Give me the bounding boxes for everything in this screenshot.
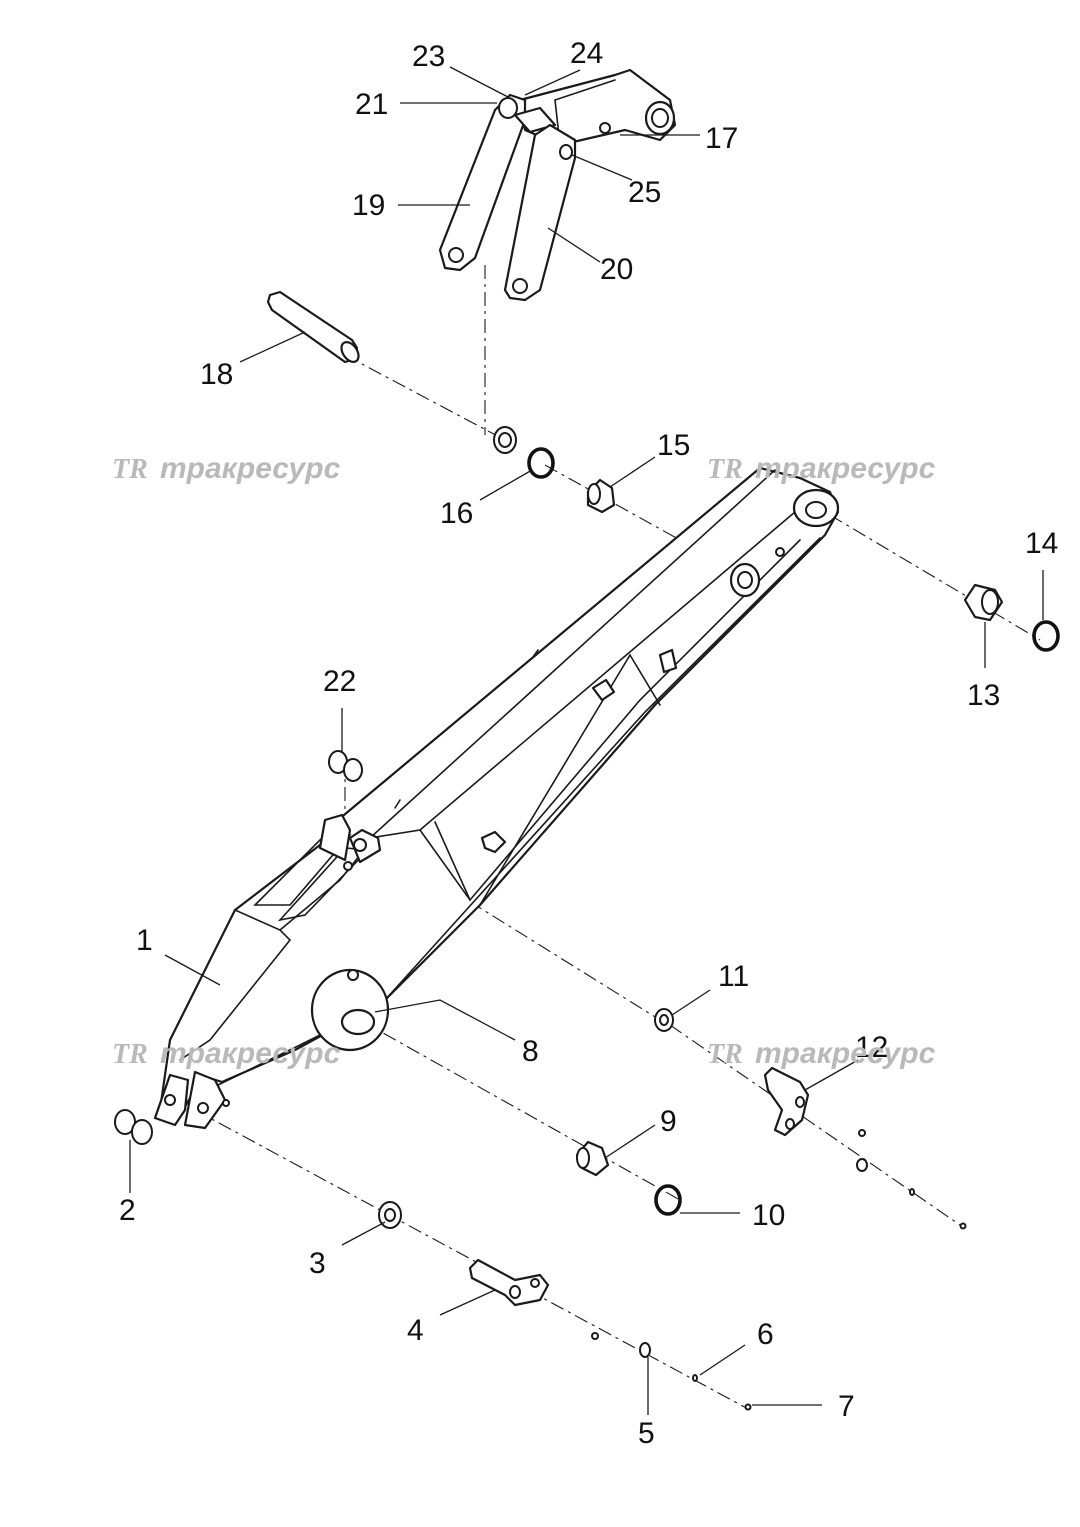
callout-20: 20 xyxy=(600,253,633,286)
watermark-text: тракресурс xyxy=(160,1037,341,1070)
watermark-bottom-right: TR тракресурс xyxy=(707,1037,936,1070)
callout-24: 24 xyxy=(570,37,603,70)
watermark-logo: TR xyxy=(112,1039,148,1070)
callout-18: 18 xyxy=(200,358,233,391)
callout-9: 9 xyxy=(660,1105,677,1138)
callout-5: 5 xyxy=(638,1417,655,1450)
callout-15: 15 xyxy=(657,429,690,462)
callout-11: 11 xyxy=(718,960,749,993)
watermark-top-left: TR тракресурс xyxy=(112,452,341,485)
watermarks: TR тракресурс TR тракресурс TR тракресур… xyxy=(112,452,936,1070)
callout-12: 12 xyxy=(855,1031,888,1064)
link-assembly xyxy=(438,68,677,302)
small-parts xyxy=(114,426,1060,1411)
leader-lines xyxy=(129,66,1044,1415)
callout-4: 4 xyxy=(407,1314,424,1347)
callout-17: 17 xyxy=(705,122,738,155)
watermark-text: тракресурс xyxy=(755,452,936,485)
arm-body xyxy=(153,466,840,1130)
watermark-bottom-left: TR тракресурс xyxy=(112,1037,341,1070)
callout-7: 7 xyxy=(838,1390,855,1423)
watermark-top-right: TR тракресурс xyxy=(707,452,936,485)
callout-22: 22 xyxy=(323,665,356,698)
callout-2: 2 xyxy=(119,1194,136,1227)
watermark-logo: TR xyxy=(707,1039,743,1070)
callout-1: 1 xyxy=(136,924,153,957)
callout-6: 6 xyxy=(757,1318,774,1351)
watermark-text: тракресурс xyxy=(755,1037,936,1070)
callout-8: 8 xyxy=(522,1035,539,1068)
callout-21: 21 xyxy=(355,88,388,121)
callout-19: 19 xyxy=(352,189,385,222)
callout-3: 3 xyxy=(309,1247,326,1280)
watermark-logo: TR xyxy=(707,454,743,485)
pin-18 xyxy=(266,290,360,364)
callout-labels: 1 2 3 4 5 6 7 8 9 10 11 12 13 14 15 16 1… xyxy=(119,37,1058,1450)
callout-16: 16 xyxy=(440,497,473,530)
callout-23: 23 xyxy=(412,40,445,73)
callout-25: 25 xyxy=(628,176,661,209)
watermark-logo: TR xyxy=(112,454,148,485)
watermark-text: тракресурс xyxy=(160,452,341,485)
callout-14: 14 xyxy=(1025,527,1058,560)
callout-10: 10 xyxy=(752,1199,785,1232)
callout-13: 13 xyxy=(967,679,1000,712)
